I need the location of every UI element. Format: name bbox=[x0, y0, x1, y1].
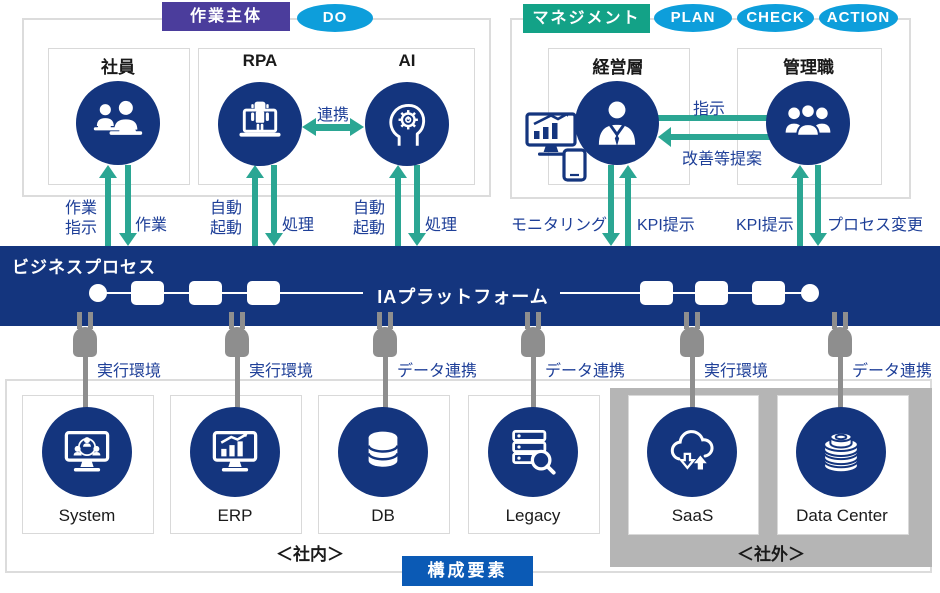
saas-label: SaaS bbox=[671, 506, 714, 525]
db-label: DB bbox=[371, 506, 395, 525]
legacy-server-search-icon bbox=[512, 430, 556, 475]
components-badge: 構成要素 bbox=[402, 556, 533, 586]
rpa-ai-link-label: 連携 bbox=[316, 107, 349, 124]
monitoring-label: モニタリング bbox=[511, 217, 608, 234]
work-instruction-label: 作業指示 bbox=[64, 200, 97, 237]
process-rpa-label: 処理 bbox=[282, 217, 315, 234]
employee-circle bbox=[76, 81, 160, 165]
arrow-improvement-left bbox=[658, 127, 789, 147]
check-badge: CHECK bbox=[737, 4, 814, 32]
arrow-kpi-manager-up bbox=[791, 165, 809, 246]
external-zone-label: ＜社外＞ bbox=[737, 545, 805, 564]
action-badge: ACTION bbox=[819, 4, 898, 32]
process-flow-line-left bbox=[98, 292, 363, 294]
connector-label: データ連携 bbox=[852, 363, 933, 380]
autostart-rpa-label: 自動起動 bbox=[209, 200, 242, 237]
process-start-dot bbox=[89, 284, 107, 302]
process-node bbox=[695, 281, 728, 305]
ai-title: AI bbox=[398, 51, 416, 70]
kpi-manager-label: KPI提示 bbox=[736, 217, 794, 234]
kpi-executive-label: KPI提示 bbox=[637, 217, 695, 234]
work-label: 作業 bbox=[135, 217, 168, 234]
rpa-title: RPA bbox=[242, 51, 278, 70]
system-circle bbox=[42, 407, 132, 497]
connector-label: 実行環境 bbox=[249, 363, 314, 380]
erp-label: ERP bbox=[217, 506, 253, 525]
process-end-dot bbox=[801, 284, 819, 302]
rpa-robot-laptop-icon bbox=[239, 101, 281, 137]
employee-title: 社員 bbox=[101, 58, 135, 77]
plug-connector bbox=[680, 312, 704, 412]
legacy-circle bbox=[488, 407, 578, 497]
executive-monitor-tablet-icon bbox=[525, 112, 587, 182]
plug-connector bbox=[828, 312, 852, 412]
arrow-work-down bbox=[119, 165, 137, 246]
erp-monitor-chart-icon bbox=[212, 431, 258, 472]
erp-circle bbox=[190, 407, 280, 497]
plug-connector bbox=[373, 312, 397, 412]
manager-title: 管理職 bbox=[783, 58, 834, 77]
process-ai-label: 処理 bbox=[425, 217, 458, 234]
plug-connector bbox=[225, 312, 249, 412]
datacenter-label: Data Center bbox=[796, 506, 888, 525]
ai-head-gear-icon bbox=[389, 104, 426, 146]
plug-connector bbox=[521, 312, 545, 412]
arrow-process-change-down bbox=[809, 165, 827, 246]
do-badge: DO bbox=[297, 4, 373, 32]
business-process-label: ビジネスプロセス bbox=[12, 258, 156, 277]
instruction-label: 指示 bbox=[693, 101, 726, 118]
work-group-badge: 作業主体 bbox=[162, 2, 290, 31]
managers-group-icon bbox=[785, 103, 831, 137]
process-node bbox=[752, 281, 785, 305]
platform-bar: ビジネスプロセス IAプラットフォーム bbox=[0, 246, 940, 326]
arrow-process-ai-down bbox=[408, 165, 426, 246]
autostart-ai-label: 自動起動 bbox=[352, 200, 385, 237]
saas-circle bbox=[647, 407, 737, 497]
process-flow-line-right bbox=[560, 292, 811, 294]
management-group-badge: マネジメント bbox=[523, 4, 650, 33]
connector-label: 実行環境 bbox=[97, 363, 162, 380]
executive-circle bbox=[575, 81, 659, 165]
arrow-autostart-ai-up bbox=[389, 165, 407, 246]
db-circle bbox=[338, 407, 428, 497]
process-node bbox=[189, 281, 222, 305]
process-node bbox=[247, 281, 280, 305]
arrow-work-instruction-up bbox=[99, 165, 117, 246]
process-node bbox=[131, 281, 164, 305]
executive-title: 経営層 bbox=[592, 58, 644, 77]
arrow-process-rpa-down bbox=[265, 165, 283, 246]
executive-person-icon bbox=[598, 101, 636, 146]
database-icon bbox=[367, 431, 399, 467]
process-change-label: プロセス変更 bbox=[827, 217, 924, 234]
connector-label: データ連携 bbox=[397, 363, 478, 380]
arrow-autostart-rpa-up bbox=[246, 165, 264, 246]
internal-zone-label: ＜社内＞ bbox=[276, 545, 344, 564]
datacenter-circle bbox=[796, 407, 886, 497]
datacenter-stack-icon bbox=[823, 431, 859, 474]
arrow-kpi-executive-up bbox=[619, 165, 637, 246]
legacy-label: Legacy bbox=[505, 506, 561, 525]
arrow-rpa-ai-link bbox=[302, 118, 364, 136]
system-label: System bbox=[58, 506, 116, 525]
rpa-circle bbox=[218, 82, 302, 166]
employees-laptops-icon bbox=[93, 100, 143, 135]
improvement-label: 改善等提案 bbox=[682, 151, 763, 168]
arrow-monitoring-down bbox=[602, 165, 620, 246]
saas-cloud-arrows-icon bbox=[670, 430, 714, 470]
plug-connector bbox=[73, 312, 97, 412]
manager-circle bbox=[766, 81, 850, 165]
ai-circle bbox=[365, 82, 449, 166]
process-node bbox=[640, 281, 673, 305]
system-monitor-network-icon bbox=[64, 431, 110, 472]
ia-platform-label: IAプラットフォーム bbox=[377, 287, 549, 307]
connector-label: データ連携 bbox=[545, 363, 626, 380]
connector-label: 実行環境 bbox=[704, 363, 769, 380]
plan-badge: PLAN bbox=[654, 4, 732, 32]
